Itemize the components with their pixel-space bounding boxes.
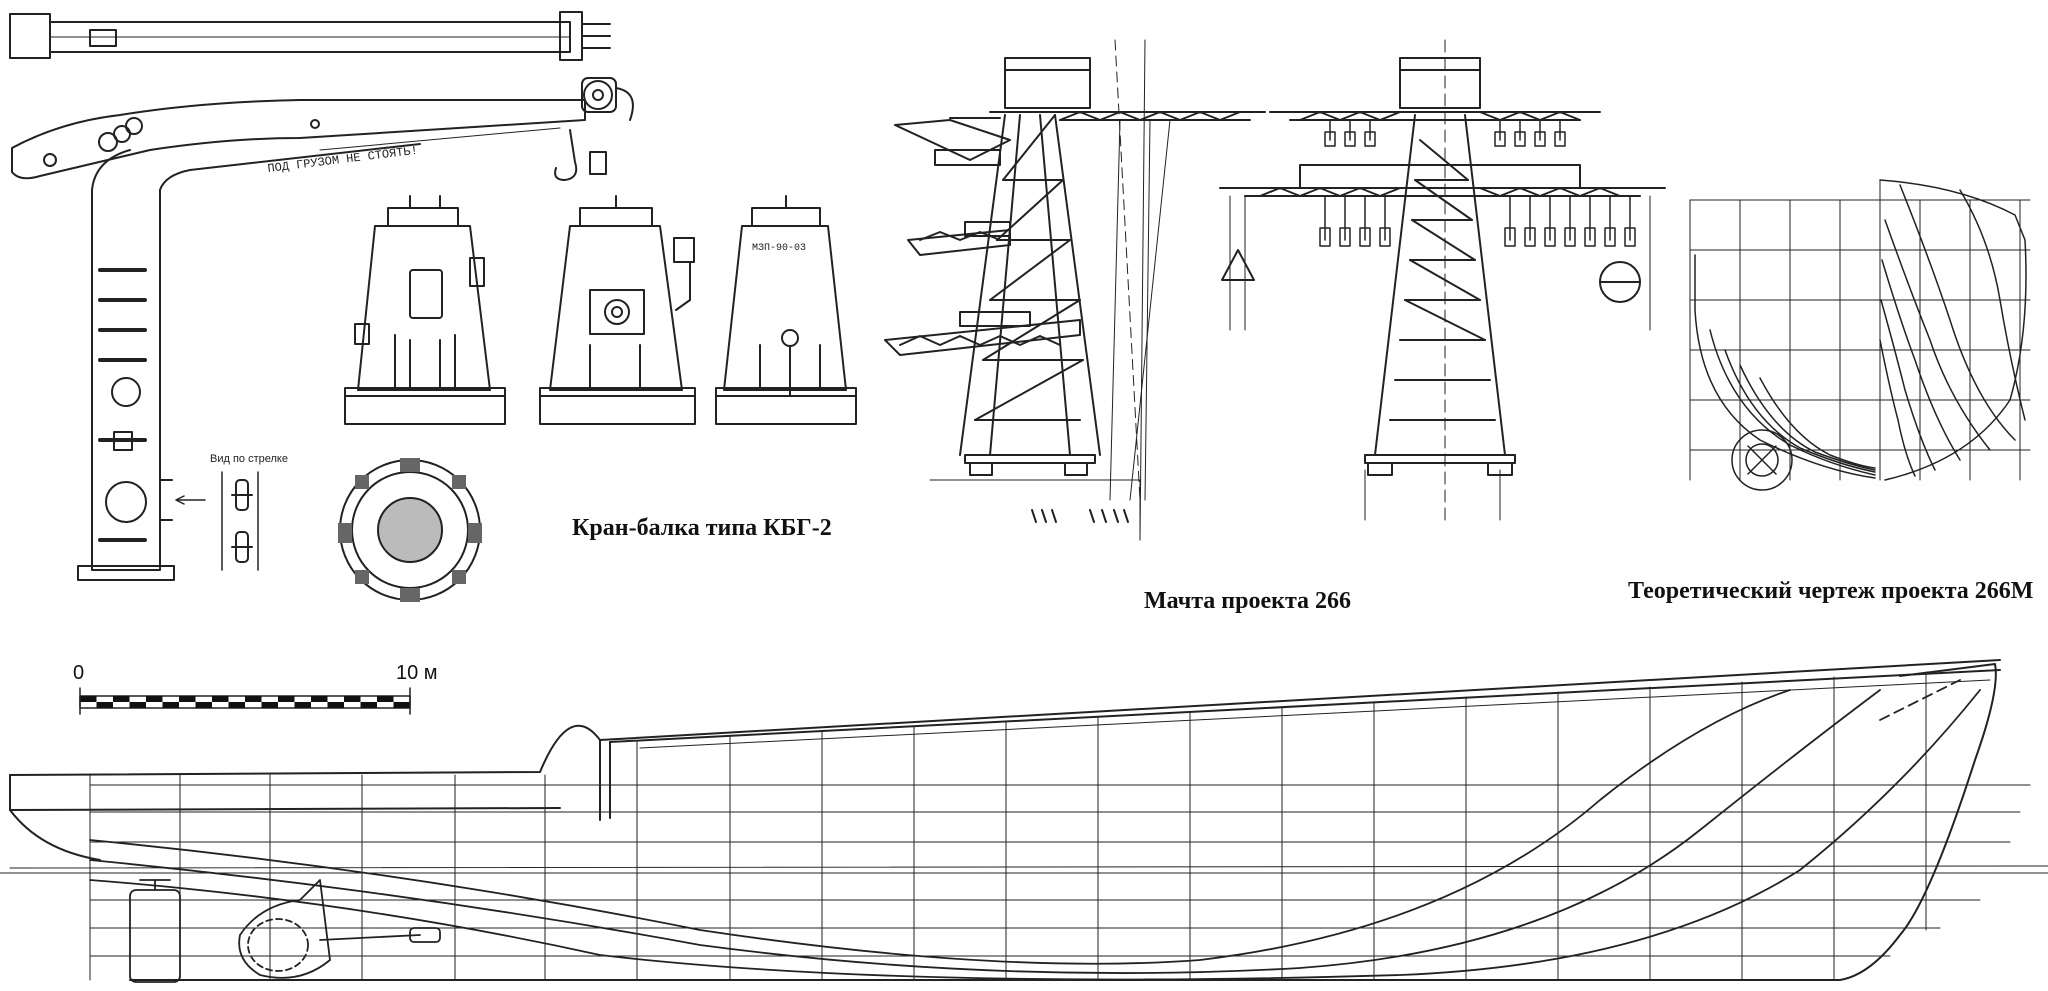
scale-bar-segments xyxy=(80,696,410,708)
profile-outline xyxy=(9,659,2001,981)
rudder-and-propeller xyxy=(129,879,441,983)
mast-caption: Мачта проекта 266 xyxy=(1144,588,1352,614)
scale-bar-segment xyxy=(212,696,229,702)
davit-top-view xyxy=(9,11,611,61)
scale-bar-segment xyxy=(377,696,394,702)
scale-bar-segment xyxy=(129,702,146,708)
scale-bar-segment xyxy=(360,702,377,708)
scale-bar-segment xyxy=(294,702,311,708)
detail-view-label: Вид по стрелке xyxy=(210,453,288,465)
scale-bar-segment xyxy=(228,702,245,708)
davit-side-view: ПОД ГРУЗОМ НЕ СТОЯТЬ! Вид по стрелке xyxy=(11,77,634,581)
scale-bar-segment xyxy=(245,696,262,702)
scale-bar-segment xyxy=(261,702,278,708)
scale-bar-segment xyxy=(195,702,212,708)
lines-plan-caption: Теоретический чертеж проекта 266М xyxy=(1628,578,2034,604)
davit-caption: Кран-балка типа КБГ-2 xyxy=(572,515,832,541)
mast-front-view xyxy=(1219,39,1666,521)
scale-bar-segment xyxy=(162,702,179,708)
davit-gearbox-views: МЗП-90-03 xyxy=(344,195,857,425)
scale-bar-segment xyxy=(344,696,361,702)
scale-bar-segment xyxy=(311,696,328,702)
profile-grid xyxy=(0,671,2048,981)
scale-bar xyxy=(79,687,411,715)
mast-side-view xyxy=(884,39,1266,541)
scale-bar-start-label: 0 xyxy=(73,662,85,684)
plate-label: МЗП-90-03 xyxy=(752,243,806,254)
scale-bar-segment xyxy=(113,696,130,702)
scale-bar-segment xyxy=(327,702,344,708)
profile-buttocks xyxy=(89,679,1981,981)
scale-bar-end-label: 10 м xyxy=(396,662,438,684)
scale-bar-segment xyxy=(393,702,410,708)
scale-bar-segment xyxy=(179,696,196,702)
body-plan-sections xyxy=(1694,179,2027,491)
scale-bar-segment xyxy=(80,696,97,702)
davit-warning-text: ПОД ГРУЗОМ НЕ СТОЯТЬ! xyxy=(267,144,419,176)
scale-bar-segment xyxy=(146,696,163,702)
davit-base-ring xyxy=(338,458,482,602)
scale-bar-segment xyxy=(96,702,113,708)
scale-bar-segment xyxy=(278,696,295,702)
